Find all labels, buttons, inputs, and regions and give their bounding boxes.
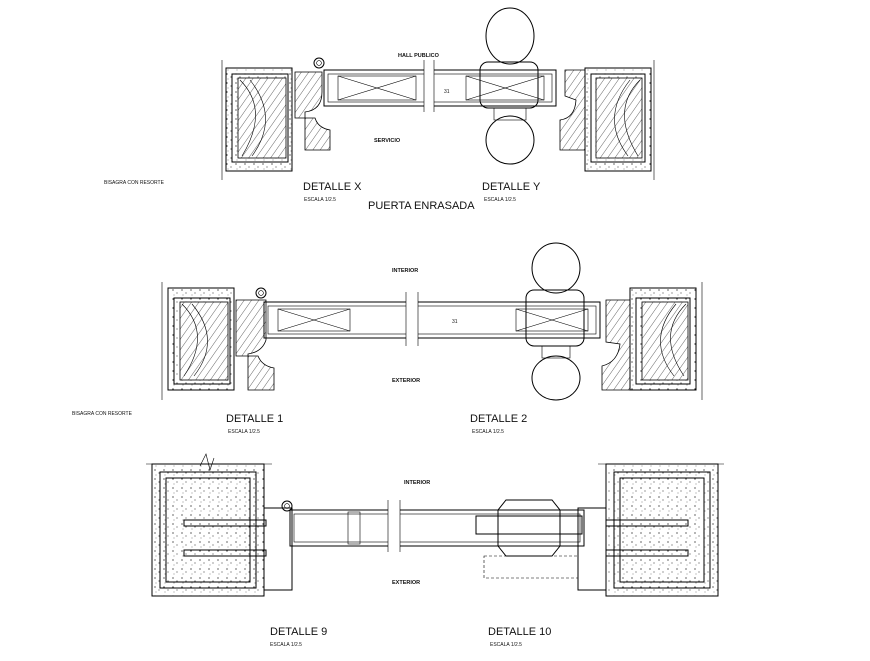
knob-top-upper [485, 7, 535, 65]
title-detalle-9: DETALLE 9 [270, 626, 327, 638]
label-exterior-bottom: EXTERIOR [392, 580, 420, 586]
label-exterior-mid: EXTERIOR [392, 378, 420, 384]
knob-mid-lower [531, 355, 581, 401]
label-interior-bottom: INTERIOR [404, 480, 430, 486]
title-detalle-x: DETALLE X [303, 181, 362, 193]
hinge-circle-bottom [281, 500, 293, 512]
label-dim-mid: 31 [452, 319, 458, 325]
knob-top-lower [485, 115, 535, 165]
door-leaf-top [323, 69, 557, 107]
title-detalle-10: DETALLE 10 [488, 626, 551, 638]
label-hall-publico: HALL PUBLICO [398, 53, 440, 59]
detail-x-y-group [221, 7, 655, 180]
scale-detalle-2: ESCALA 1/2.5 [472, 429, 504, 435]
title-detalle-1: DETALLE 1 [226, 413, 283, 425]
knob-mid-upper [531, 242, 581, 294]
scale-detalle-10: ESCALA 1/2.5 [490, 642, 522, 648]
label-servicio: SERVICIO [374, 138, 401, 144]
label-dim-top: 31 [444, 89, 450, 95]
scale-detalle-9: ESCALA 1/2.5 [270, 642, 302, 648]
label-interior-mid: INTERIOR [392, 268, 418, 274]
right-stop-top [559, 69, 586, 151]
title-detalle-2: DETALLE 2 [470, 413, 527, 425]
left-stop-top [294, 71, 331, 151]
hinge-circle-mid [255, 287, 267, 299]
title-puerta-enrasada: PUERTA ENRASADA [368, 200, 475, 212]
label-bisagra-mid: BISAGRA CON RESORTE [72, 411, 133, 417]
scale-detalle-x: ESCALA 1/2.5 [304, 197, 336, 203]
hinge-circle-top [313, 57, 325, 69]
scale-detalle-1: ESCALA 1/2.5 [228, 429, 260, 435]
door-leaf-mid [263, 301, 601, 339]
door-leaf-bottom [289, 509, 585, 547]
title-detalle-y: DETALLE Y [482, 181, 541, 193]
left-frame-top [237, 77, 287, 159]
detail-9-10-group [146, 453, 724, 597]
handle-bottom [497, 499, 561, 557]
detail-1-2-group [161, 242, 703, 401]
scale-detalle-y: ESCALA 1/2.5 [484, 197, 516, 203]
label-bisagra-top: BISAGRA CON RESORTE [104, 180, 165, 186]
